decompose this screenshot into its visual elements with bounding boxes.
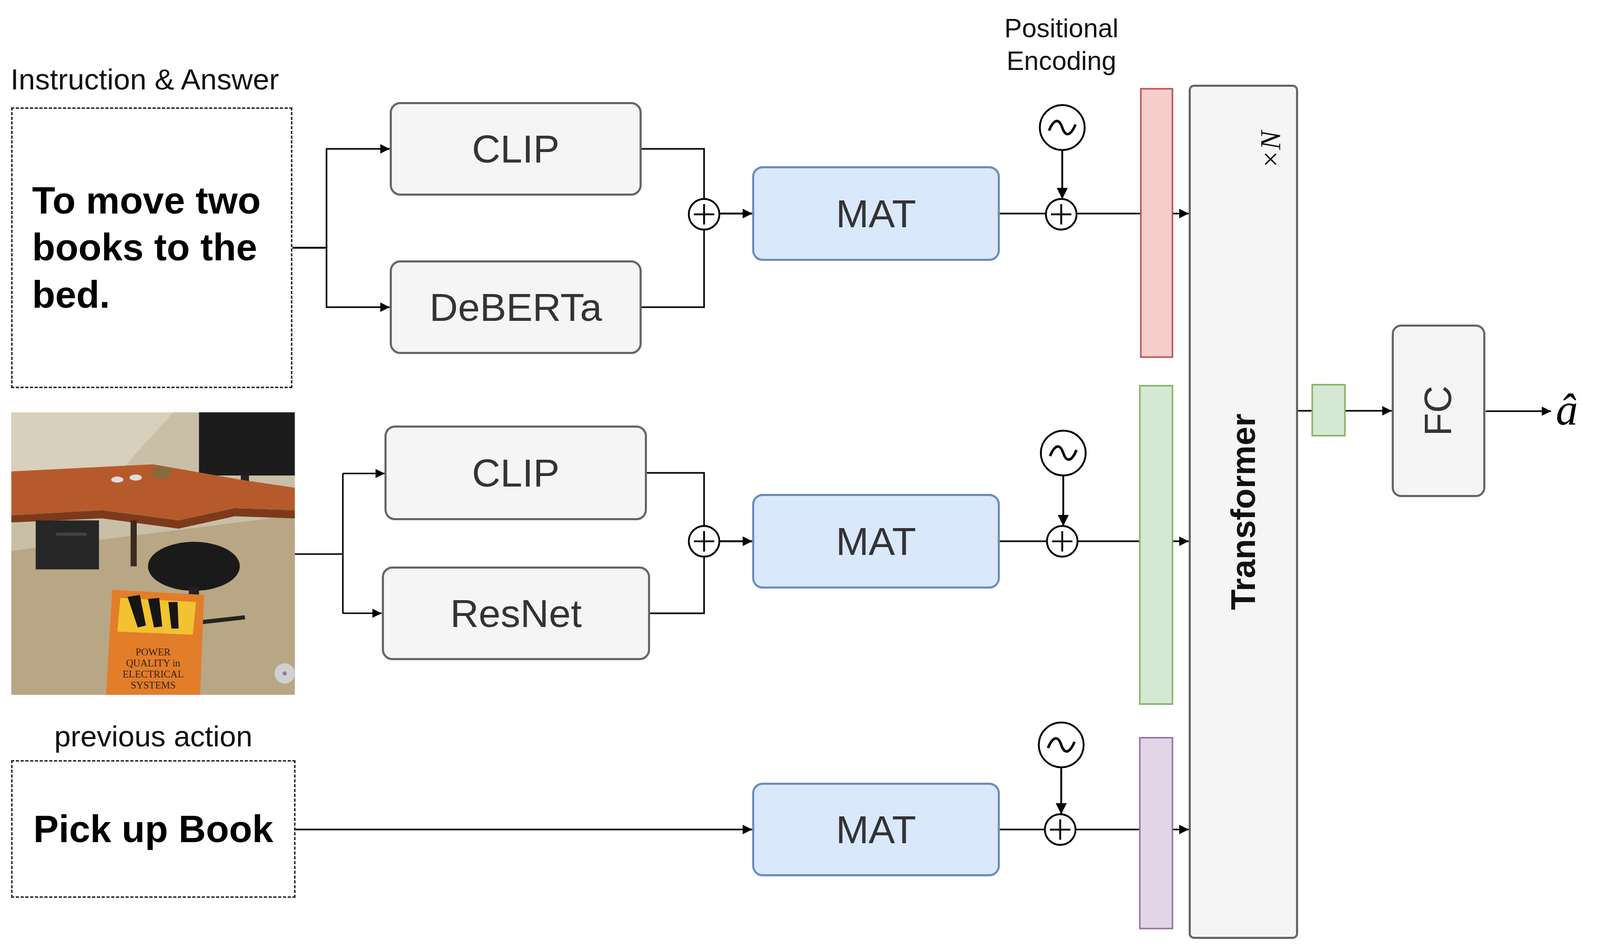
- connector: [292, 247, 390, 308]
- node-text: To move two books to the bed.: [12, 177, 291, 319]
- image-feed-lines: [295, 473, 343, 614]
- node-text: MAT: [835, 191, 917, 236]
- fc-layer: FC: [1391, 324, 1486, 498]
- scene-illustration: [127, 594, 179, 629]
- sum-symbol: [1050, 204, 1072, 225]
- positional-encoding-symbol: [1061, 149, 1063, 199]
- connector: [295, 828, 753, 831]
- scene-illustration: [106, 589, 205, 695]
- sum-symbol: [689, 525, 720, 557]
- node-text: CLIP: [471, 127, 560, 171]
- scene-illustration: [150, 466, 172, 479]
- image-feed-lines: [342, 472, 386, 475]
- positional-encoding-symbol: [1039, 105, 1085, 150]
- scene-illustration: [11, 412, 295, 695]
- scene-illustration: [198, 412, 295, 476]
- scene-illustration: [35, 520, 99, 570]
- scene-illustration: [11, 412, 295, 695]
- mat-module: MAT: [752, 166, 1000, 261]
- positional-encoding-symbol: [1060, 767, 1062, 815]
- mat-module: MAT: [752, 782, 1000, 877]
- encoder-box: DeBERTa: [389, 260, 642, 354]
- sum-symbol: [693, 531, 715, 552]
- node-text: Transformer: [1224, 413, 1262, 610]
- image-feed-lines: [342, 612, 382, 614]
- transformer-block: Transformer ×N: [1188, 84, 1299, 939]
- sum-symbol: [1045, 814, 1076, 845]
- scene-illustration: [110, 476, 124, 483]
- connector: [292, 148, 390, 248]
- encoder-box: CLIP: [389, 102, 642, 196]
- node-text: MAT: [835, 807, 917, 852]
- book-title: POWER QUALITY in ELECTRICAL SYSTEMS: [115, 646, 191, 691]
- annotation: Positional Encoding: [982, 12, 1141, 78]
- node-text: MAT: [835, 519, 917, 564]
- sum-symbol: [1051, 531, 1073, 552]
- node-text: CLIP: [471, 451, 560, 495]
- node-text: ×N: [1255, 130, 1287, 169]
- token-bars: [1140, 88, 1173, 358]
- token-bars: [1139, 385, 1173, 704]
- positional-encoding-symbol: [1038, 105, 1086, 815]
- scene-illustration: [56, 532, 87, 536]
- sum-symbol: [689, 198, 1078, 845]
- scene-illustration: [130, 520, 137, 566]
- scene-illustration: [274, 663, 296, 684]
- mat-module: MAT: [752, 493, 1000, 589]
- input-box: previous actionPick up Book: [11, 760, 296, 898]
- positional-encoding-symbol: [1047, 738, 1075, 752]
- positional-encoding-symbol: [1048, 120, 1076, 135]
- scene-illustration: [11, 515, 295, 695]
- scene-illustration: [147, 541, 240, 591]
- token-bars: [1312, 384, 1345, 436]
- node-text: ResNet: [450, 591, 582, 636]
- sum-symbol: [689, 198, 720, 230]
- input-box: Instruction & AnswerTo move two books to…: [11, 107, 293, 389]
- token-bars: [1139, 737, 1173, 929]
- node-text: Pick up Book: [33, 806, 273, 852]
- output-symbol: â: [1555, 387, 1578, 432]
- input-heading: Instruction & Answer: [10, 62, 279, 97]
- sum-symbol: [693, 204, 715, 225]
- image-feed-lines: [1485, 410, 1552, 412]
- node-text: DeBERTa: [429, 285, 603, 330]
- scene-illustration: [129, 474, 142, 481]
- scene-illustration: [282, 671, 287, 676]
- input-heading: previous action: [54, 719, 253, 754]
- sum-symbol: [1046, 198, 1077, 230]
- sum-symbol: [1046, 525, 1078, 557]
- positional-encoding-symbol: [1062, 475, 1065, 526]
- encoder-box: CLIP: [384, 425, 647, 521]
- positional-encoding-symbol: [1038, 722, 1084, 767]
- sum-symbol: [1049, 819, 1071, 840]
- positional-encoding-symbol: [1040, 430, 1086, 476]
- node-text: FC: [1417, 385, 1460, 437]
- positional-encoding-symbol: [1049, 446, 1077, 460]
- encoder-box: ResNet: [381, 566, 651, 661]
